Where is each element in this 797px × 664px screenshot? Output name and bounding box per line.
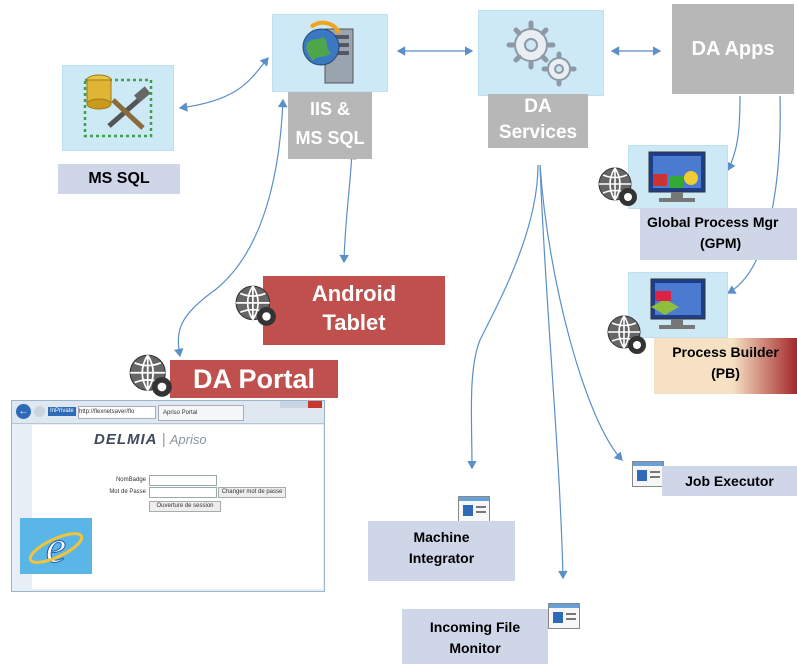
incoming-text-line1: Incoming File (429, 619, 521, 635)
machine-integrator-window-icon (458, 496, 490, 522)
incoming-file-label: Incoming File Monitor (402, 609, 548, 664)
da-portal-text: DA Portal (192, 364, 315, 394)
gpm-icon-box (628, 145, 728, 209)
change-password-button[interactable]: Changer mot de passe (218, 487, 286, 498)
iis-text-line2: MS SQL (295, 128, 365, 148)
arrow-iis-portal (173, 98, 288, 358)
delmia-brand-sub: Apriso (169, 432, 207, 447)
da-services-icon-box (478, 10, 604, 96)
pb-text-line1: Process Builder (672, 344, 779, 360)
ms-sql-label: MS SQL (58, 164, 180, 194)
machine-text-line2: Integrator (408, 550, 475, 566)
pb-text-line2: (PB) (711, 365, 740, 381)
da-apps-box: DA Apps (672, 4, 794, 94)
da-services-text-line1: DA (524, 96, 552, 117)
process-monitor-icon (648, 151, 706, 202)
forward-icon[interactable] (34, 406, 45, 417)
job-executor-window-icon (632, 461, 664, 487)
android-tablet-box: Android Tablet (263, 276, 445, 345)
ms-sql-icon-box (62, 65, 174, 151)
iis-icon-box (272, 14, 388, 92)
arrow-mssql-iis (178, 57, 269, 112)
close-icon[interactable] (308, 401, 322, 408)
gpm-text-line1: Global Process Mgr (647, 214, 779, 230)
svg-text:e: e (46, 521, 66, 572)
portal-browser-window: ← InPrivate http://flexnetsaver/flo Apri… (11, 400, 325, 592)
da-portal-box: DA Portal (170, 360, 338, 398)
server-globe-icon (302, 20, 354, 84)
gpm-text-line2: (GPM) (700, 235, 742, 251)
arrow-services-machine (467, 164, 539, 470)
da-apps-text: DA Apps (691, 38, 775, 60)
address-bar[interactable]: http://flexnetsaver/flo (78, 406, 156, 419)
arrow-services-incoming (539, 164, 568, 580)
arrow-iis-android (339, 150, 357, 264)
pb-web-icon (607, 315, 646, 354)
arrow-apps-pb (726, 95, 781, 294)
process-builder-icon (650, 278, 706, 329)
machine-integrator-label: Machine Integrator (368, 521, 515, 581)
delmia-brand: DELMIA (94, 431, 158, 448)
pb-icon-box (628, 272, 728, 338)
gpm-web-icon (598, 167, 637, 206)
browser-tab[interactable]: Apriso Portal (158, 405, 244, 421)
login-button[interactable]: Ouverture de session (149, 501, 221, 512)
iis-label: IIS & MS SQL (288, 92, 372, 159)
da-services-text-line2: Services (498, 122, 578, 143)
inprivate-badge: InPrivate (48, 407, 76, 416)
job-executor-label: Job Executor (662, 466, 797, 496)
job-executor-text: Job Executor (685, 473, 774, 489)
incoming-file-window-icon (548, 603, 580, 629)
arrow-services-job (539, 164, 623, 461)
badge-field[interactable] (149, 475, 217, 486)
pb-label: Process Builder (PB) (654, 338, 797, 394)
da-services-label: DA Services (488, 94, 588, 148)
android-text-line1: Android (311, 281, 397, 306)
machine-text-line1: Machine (413, 529, 470, 545)
back-icon[interactable]: ← (16, 404, 31, 419)
incoming-text-line2: Monitor (449, 640, 501, 656)
password-label: Mot de Passe (109, 489, 146, 495)
gears-icon (506, 20, 577, 87)
portal-web-icon (129, 354, 172, 397)
ms-sql-text: MS SQL (88, 170, 150, 187)
android-web-icon (235, 285, 276, 326)
window-controls (280, 401, 320, 408)
password-field[interactable] (149, 487, 217, 498)
badge-label: NomBadge (115, 477, 146, 483)
gpm-label: Global Process Mgr (GPM) (640, 208, 797, 260)
iis-text-line1: IIS & (309, 99, 350, 119)
delmia-logo: DELMIA | Apriso (94, 431, 207, 448)
internet-explorer-icon: e (28, 521, 84, 573)
android-text-line2: Tablet (322, 310, 386, 335)
database-tools-icon (83, 74, 153, 138)
ie-logo-box: e (20, 518, 92, 574)
browser-toolbar: ← InPrivate http://flexnetsaver/flo Apri… (12, 401, 324, 424)
arrow-apps-gpm (726, 95, 741, 172)
